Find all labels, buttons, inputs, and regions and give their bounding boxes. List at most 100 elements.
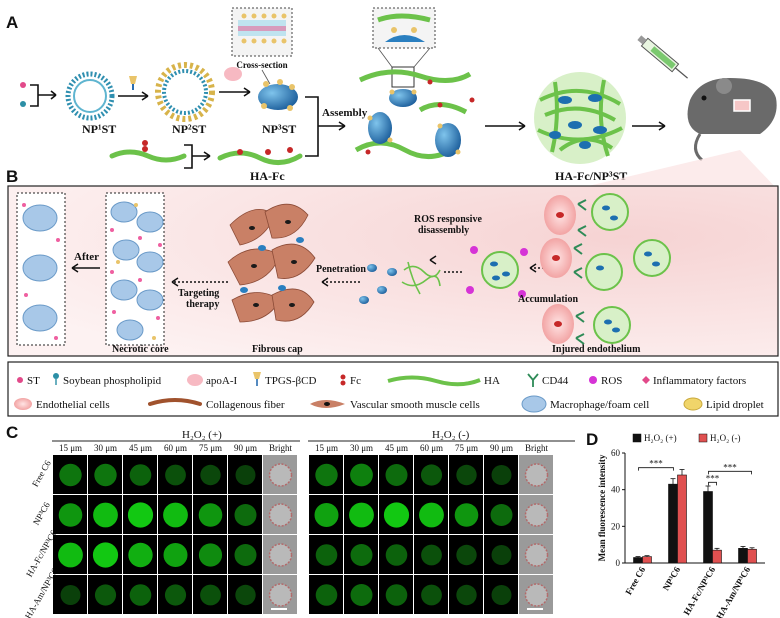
legend-swatch bbox=[698, 433, 708, 443]
spheroid-fluorescence bbox=[200, 464, 221, 486]
vsmc-icon bbox=[310, 400, 345, 408]
targeting-label-2: therapy bbox=[186, 299, 219, 310]
tpgs-icon bbox=[253, 372, 261, 386]
arrow-disassembly-head bbox=[429, 255, 437, 265]
macrophage-icon bbox=[521, 395, 547, 413]
legend-lipid: Lipid droplet bbox=[706, 399, 764, 411]
spheroid-fluorescence bbox=[129, 584, 152, 606]
np3-label: NP³ST bbox=[262, 122, 296, 136]
ha-fc-product bbox=[217, 147, 303, 165]
apoa1-icon bbox=[187, 374, 203, 386]
significance-label: *** bbox=[649, 459, 663, 469]
depth-label: 30 μm bbox=[94, 443, 117, 453]
bar bbox=[642, 556, 652, 564]
significance-label: *** bbox=[723, 462, 737, 472]
legend-vsmc: Vascular smooth muscle cells bbox=[350, 399, 480, 411]
depth-label: 60 μm bbox=[164, 443, 187, 453]
arrow-targeting-head bbox=[171, 277, 179, 287]
group-pos-label: H₂O₂ (+) bbox=[182, 429, 222, 441]
arrow-to-final bbox=[485, 121, 526, 131]
legend-phospholipid: Soybean phospholipid bbox=[63, 375, 162, 387]
mouse-icon bbox=[687, 78, 777, 162]
spheroid-fluorescence bbox=[315, 463, 338, 487]
cross-section-pointer bbox=[261, 69, 271, 85]
spheroid-outline bbox=[268, 583, 293, 607]
necrotic-label: Necrotic core bbox=[112, 344, 169, 355]
spheroid-fluorescence bbox=[350, 544, 373, 566]
syringe-icon bbox=[637, 35, 688, 79]
spheroid-fluorescence bbox=[385, 544, 408, 566]
spheroid-fluorescence bbox=[58, 503, 83, 527]
spheroid-outline bbox=[268, 463, 293, 487]
spheroid-fluorescence bbox=[234, 544, 257, 566]
spheroid-fluorescence bbox=[385, 464, 408, 486]
accumulation-label: Accumulation bbox=[518, 294, 578, 305]
spheroid-fluorescence bbox=[421, 584, 442, 606]
assembly-bracket bbox=[305, 96, 346, 157]
legend-endothelial: Endothelial cells bbox=[36, 399, 110, 411]
panel-c-label: C bbox=[6, 423, 18, 442]
spheroid-fluorescence bbox=[491, 465, 512, 485]
depth-label: 30 μm bbox=[350, 443, 373, 453]
arrow-after bbox=[71, 263, 100, 273]
spheroid-fluorescence bbox=[60, 585, 81, 605]
assembly-label: Assembly bbox=[322, 107, 368, 119]
ros-resp-label-1: ROS responsive bbox=[414, 214, 482, 225]
y-tick-label: 60 bbox=[611, 448, 621, 458]
legend-inflammatory: Inflammatory factors bbox=[653, 375, 746, 387]
released-nps bbox=[359, 261, 441, 304]
arrow-np2-np3 bbox=[219, 87, 251, 97]
lipid-input-bracket bbox=[30, 84, 57, 107]
spheroid-fluorescence bbox=[235, 465, 256, 485]
spheroid-fluorescence bbox=[165, 464, 186, 486]
depth-label: 75 μm bbox=[455, 443, 478, 453]
np3-particle bbox=[258, 79, 298, 111]
after-box bbox=[16, 192, 66, 346]
phospholipid-icon bbox=[53, 373, 59, 385]
hafc-label: HA-Fc bbox=[250, 169, 285, 183]
depth-label: 90 μm bbox=[234, 443, 257, 453]
spheroid-fluorescence bbox=[490, 504, 513, 526]
legend-collagen: Collagenous fiber bbox=[206, 399, 285, 411]
spheroid-fluorescence bbox=[420, 464, 443, 486]
panel-a-label: A bbox=[6, 13, 18, 32]
arrow-ha-fc bbox=[184, 144, 211, 169]
spheroid-fluorescence bbox=[350, 463, 373, 487]
significance-label: *** bbox=[706, 473, 720, 483]
spheroid-fluorescence bbox=[421, 544, 442, 566]
significance-bracket bbox=[638, 467, 674, 471]
row-label: Free C6 bbox=[30, 458, 53, 488]
after-label: After bbox=[74, 251, 99, 263]
legend-cd44: CD44 bbox=[542, 375, 569, 387]
x-tick-label: HA-Am/NP³C6 bbox=[714, 565, 752, 618]
st-icon bbox=[17, 377, 23, 383]
bar bbox=[668, 483, 678, 564]
spheroid-fluorescence bbox=[127, 502, 154, 528]
spheroid-outline bbox=[268, 543, 293, 567]
legend-entry: H₂O₂ (-) bbox=[710, 433, 741, 443]
depth-label: 15 μm bbox=[315, 443, 338, 453]
spheroid-fluorescence bbox=[491, 545, 512, 565]
spheroid-fluorescence bbox=[454, 503, 479, 527]
spheroid-fluorescence bbox=[164, 584, 187, 606]
spheroid-fluorescence bbox=[93, 502, 118, 528]
depth-label: Bright bbox=[269, 443, 293, 453]
bar bbox=[747, 548, 757, 564]
spheroid-outline bbox=[524, 463, 549, 487]
spheroid-fluorescence bbox=[350, 584, 373, 606]
panel-b-label: B bbox=[6, 167, 18, 186]
legend-fc: Fc bbox=[350, 375, 361, 387]
legend-ros: ROS bbox=[601, 375, 622, 387]
ha-icon bbox=[387, 375, 481, 387]
targeting-label-1: Targeting bbox=[178, 288, 219, 299]
spheroid-fluorescence bbox=[200, 584, 221, 606]
bar bbox=[738, 548, 748, 564]
depth-label: 60 μm bbox=[420, 443, 443, 453]
arrow-to-mouse bbox=[632, 121, 666, 131]
bar bbox=[712, 549, 722, 564]
fibrous-cap bbox=[227, 203, 316, 323]
apoa1-reagent-icon bbox=[224, 67, 242, 81]
